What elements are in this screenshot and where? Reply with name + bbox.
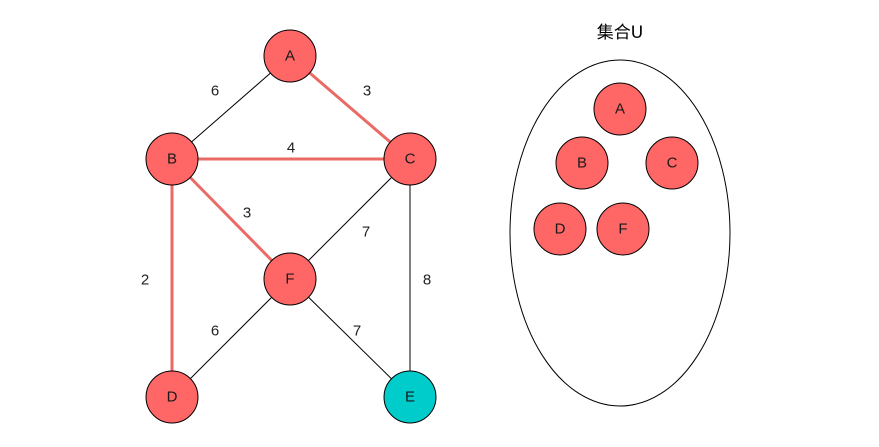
node-d: D <box>145 370 199 424</box>
node-b-circle <box>145 132 199 186</box>
weight-label-a-b: 6 <box>211 83 219 100</box>
set-member-c-label: C <box>667 155 678 172</box>
node-f-circle <box>263 252 317 306</box>
set-member-b: B <box>555 136 609 190</box>
node-a-circle <box>263 29 317 83</box>
weight-label-f-e: 7 <box>353 323 361 340</box>
edges-layer <box>170 54 411 398</box>
set-member-d: D <box>533 202 587 256</box>
set-member-b-label: B <box>577 155 587 172</box>
weight-label-c-e: 8 <box>423 272 431 289</box>
node-f-label: F <box>285 271 294 288</box>
set-member-c-circle <box>645 136 699 190</box>
edge-c-f <box>289 158 411 280</box>
edge-weights-layer: 6 3 4 3 2 7 8 6 7 <box>141 83 431 340</box>
weight-label-b-f: 3 <box>243 205 251 222</box>
node-c: C <box>383 132 437 186</box>
weight-label-f-d: 6 <box>211 323 219 340</box>
set-member-b-circle <box>555 136 609 190</box>
set-member-a: A <box>593 82 647 136</box>
node-a-label: A <box>285 48 295 65</box>
node-b: B <box>145 132 199 186</box>
node-c-label: C <box>405 151 416 168</box>
set-member-a-circle <box>593 82 647 136</box>
node-b-label: B <box>167 151 177 168</box>
node-c-circle <box>383 132 437 186</box>
node-f: F <box>263 252 317 306</box>
node-e: E <box>383 370 437 424</box>
graph-nodes-layer: A B C F D E <box>145 29 437 424</box>
weight-label-c-f: 7 <box>362 224 370 241</box>
set-u-title: 集合U <box>597 23 643 43</box>
node-d-label: D <box>167 389 178 406</box>
set-member-c: C <box>645 136 699 190</box>
weight-label-b-d: 2 <box>141 272 149 289</box>
edge-b-f <box>170 157 292 281</box>
edge-f-e <box>289 278 411 398</box>
node-e-label: E <box>405 389 415 406</box>
weight-label-a-c: 3 <box>363 83 371 100</box>
set-member-d-label: D <box>555 221 566 238</box>
set-u-members: A B C D F <box>533 82 699 256</box>
set-member-f-label: F <box>618 221 627 238</box>
set-u: 集合U A B C D F <box>509 23 731 407</box>
weight-label-b-c: 4 <box>287 140 295 157</box>
node-d-circle <box>145 370 199 424</box>
set-member-a-label: A <box>615 101 625 118</box>
edge-f-d <box>171 278 291 398</box>
set-member-f-circle <box>596 202 650 256</box>
node-a: A <box>263 29 317 83</box>
node-e-circle <box>383 370 437 424</box>
set-member-d-circle <box>533 202 587 256</box>
set-member-f: F <box>596 202 650 256</box>
